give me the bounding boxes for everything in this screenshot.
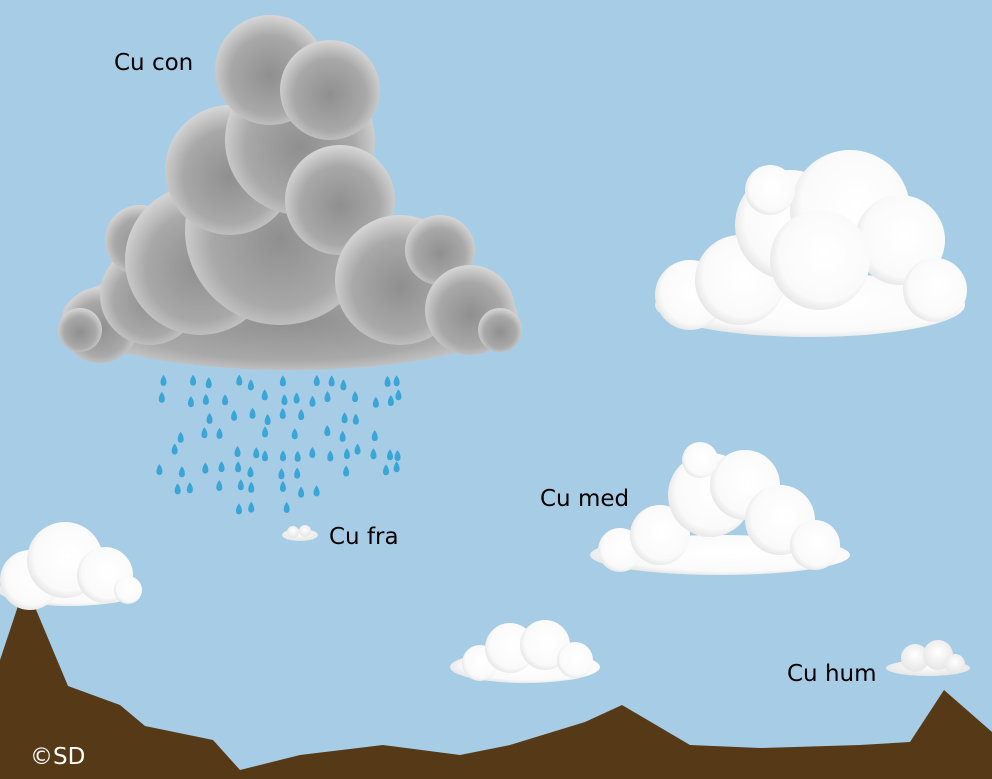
rain-drop	[235, 461, 242, 473]
rain-drop	[279, 408, 286, 420]
rain-drop	[235, 503, 242, 515]
rain-drop	[248, 501, 255, 513]
rain-drop	[384, 375, 391, 387]
rain-drop	[206, 412, 213, 424]
rain-drop	[218, 461, 225, 473]
rain-drop	[253, 447, 260, 459]
rain-drop	[261, 389, 268, 401]
rain-drop	[249, 407, 256, 419]
peak-cloud	[0, 522, 142, 610]
label-cu-med: Cu med	[540, 486, 629, 512]
rain-drop	[298, 409, 305, 421]
cu-med-cloud	[590, 442, 850, 575]
rain-drop	[177, 431, 184, 443]
rain-drop	[186, 482, 193, 494]
cu-fra-cloud	[282, 525, 318, 541]
rain-drop	[383, 464, 390, 476]
rain-drop	[262, 426, 269, 438]
rain-drop	[352, 413, 359, 425]
cu-large-cloud	[655, 150, 967, 337]
rain-drop	[281, 394, 288, 406]
rain-drop	[309, 446, 316, 458]
mountains	[0, 600, 992, 779]
rain-drop	[160, 374, 167, 386]
rain-drop	[340, 379, 347, 391]
rain-drop	[309, 395, 316, 407]
rain-drop	[247, 466, 254, 478]
rain-drop	[247, 379, 254, 391]
rain-drop	[352, 391, 359, 403]
rain-drop	[279, 480, 286, 492]
rain-drop	[393, 375, 400, 387]
rain-drop	[343, 448, 350, 460]
rain-drop	[294, 450, 301, 462]
rain-drop	[279, 375, 286, 387]
rain-drop	[395, 389, 402, 401]
label-cu-fra: Cu fra	[329, 524, 399, 550]
rain-drop	[313, 374, 320, 386]
rain-drop	[216, 480, 223, 492]
rain-drop	[202, 393, 209, 405]
rain-drop	[202, 462, 209, 474]
rain-drop	[234, 446, 241, 458]
rain-drop	[328, 375, 335, 387]
rain-drop	[327, 450, 334, 462]
rain-drop	[237, 479, 244, 491]
rain-drop	[264, 413, 271, 425]
rain-drop	[178, 466, 185, 478]
rain-drop	[278, 468, 285, 480]
rain-drop	[216, 427, 223, 439]
rain-drop	[293, 392, 300, 404]
rain-drop	[372, 396, 379, 408]
rain-drop	[370, 448, 377, 460]
rain-drops	[156, 374, 402, 515]
rain-drop	[313, 485, 320, 497]
rain-drop	[354, 443, 361, 455]
cu-con-cloud	[58, 15, 522, 370]
rain-drop	[279, 450, 286, 462]
rain-drop	[248, 481, 255, 493]
rain-drop	[171, 443, 178, 455]
rain-drop	[324, 391, 331, 403]
rain-drop	[201, 427, 208, 439]
label-cu-hum: Cu hum	[787, 661, 877, 687]
cu-hum-cloud	[886, 640, 970, 676]
rain-drop	[231, 409, 238, 421]
rain-drop	[158, 391, 165, 403]
rain-drop	[371, 430, 378, 442]
rain-drop	[283, 501, 290, 513]
label-cu-con: Cu con	[114, 50, 193, 76]
rain-drop	[236, 374, 243, 386]
rain-drop	[174, 483, 181, 495]
rain-drop	[394, 450, 401, 462]
rain-drop	[393, 461, 400, 473]
rain-drop	[261, 450, 268, 462]
copyright-label: ©SD	[30, 744, 85, 770]
rain-drop	[187, 396, 194, 408]
rain-drop	[387, 449, 394, 461]
rain-drop	[343, 465, 350, 477]
rain-drop	[205, 377, 212, 389]
rain-drop	[156, 463, 163, 475]
rain-drop	[291, 428, 298, 440]
rain-drop	[190, 374, 197, 386]
rain-drop	[339, 430, 346, 442]
rain-drop	[341, 412, 348, 424]
cu-small-cloud	[450, 620, 600, 683]
rain-drop	[294, 467, 301, 479]
rain-drop	[387, 394, 394, 406]
rain-drop	[298, 486, 305, 498]
rain-drop	[222, 394, 229, 406]
rain-drop	[324, 425, 331, 437]
